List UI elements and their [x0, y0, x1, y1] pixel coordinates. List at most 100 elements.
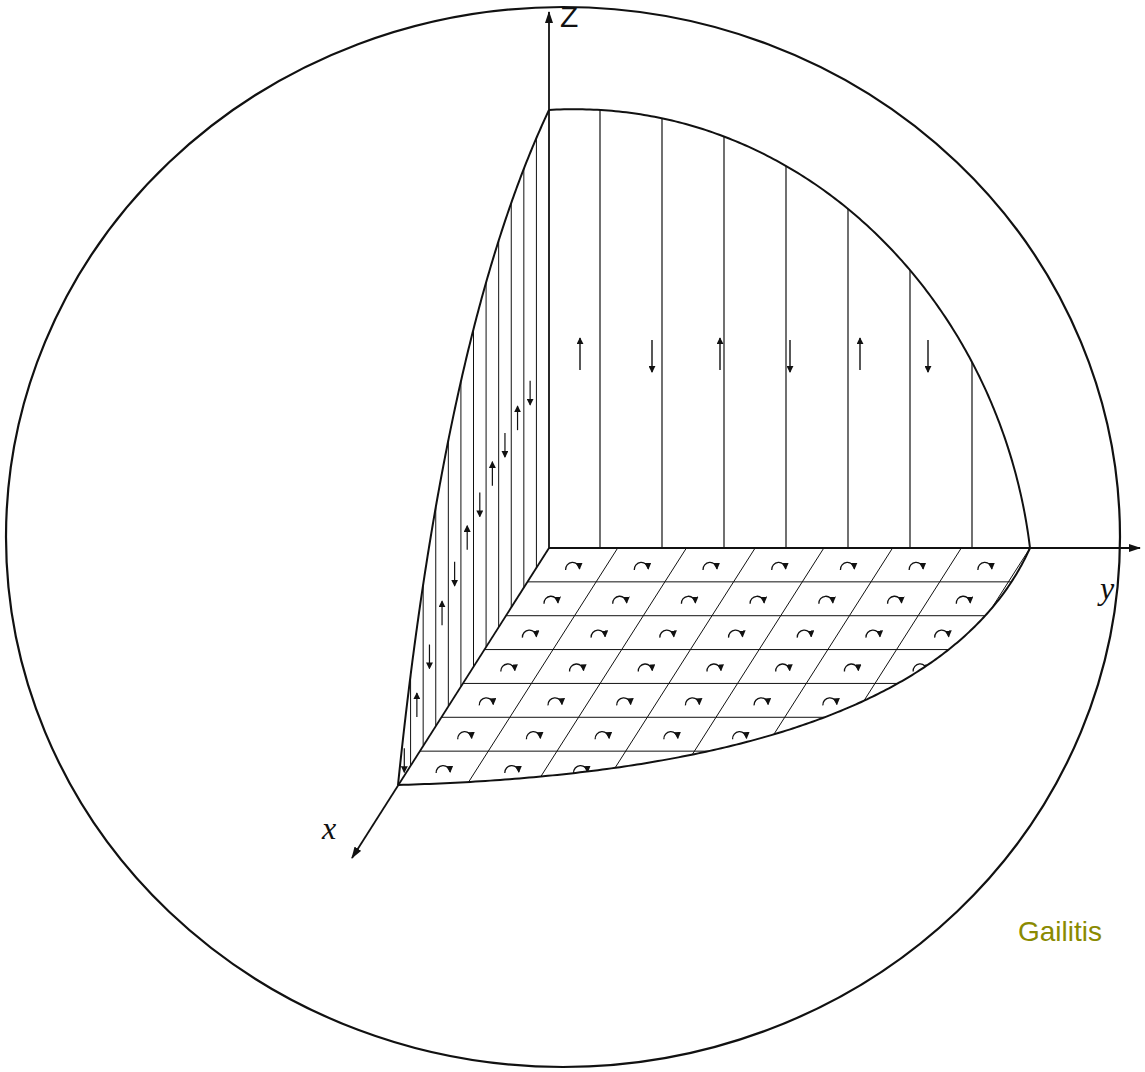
- y-axis: [549, 547, 1140, 549]
- vortex-symbol: [801, 732, 815, 740]
- field-strip: [785, 166, 786, 548]
- vortex-symbol: [570, 664, 584, 672]
- grid-line: [926, 548, 1099, 819]
- coordinate-axes: [352, 12, 1140, 858]
- vortex-symbol: [685, 698, 699, 706]
- grid-line: [441, 717, 991, 718]
- field-strip: [909, 270, 910, 548]
- field-arrow: [504, 433, 505, 457]
- field-strip: [460, 381, 461, 686]
- vortex-symbol: [595, 732, 609, 740]
- vortex-symbol: [458, 732, 472, 740]
- yz-face-edge: [549, 109, 1030, 548]
- vortex-symbol: [978, 562, 992, 570]
- grid-line: [857, 548, 1030, 819]
- vortex-symbol: [711, 766, 725, 774]
- vortex-symbol: [526, 732, 540, 740]
- credit-text: Gailitis: [1018, 918, 1102, 946]
- field-strip: [523, 169, 524, 588]
- vortex-symbol: [681, 596, 695, 604]
- vortex-symbol: [566, 562, 580, 570]
- field-strip: [473, 329, 474, 666]
- vortex-symbol: [642, 766, 656, 774]
- vortex-symbol: [548, 698, 562, 706]
- field-strip: [511, 203, 512, 607]
- field-arrow: [859, 338, 860, 370]
- field-strip: [536, 138, 537, 568]
- field-strip: [661, 118, 662, 548]
- vortex-symbol: [935, 630, 949, 638]
- field-strip: [599, 110, 600, 548]
- vortex-symbol: [660, 630, 674, 638]
- vortex-symbol: [664, 732, 678, 740]
- field-arrow: [579, 338, 580, 370]
- grid-line: [720, 548, 893, 819]
- vortex-symbol: [909, 562, 923, 570]
- vortex-symbol: [866, 630, 880, 638]
- vortex-symbol: [591, 630, 605, 638]
- field-arrow: [416, 693, 417, 717]
- vortex-symbol: [638, 664, 652, 672]
- vortex-symbol: [844, 664, 858, 672]
- grid-line: [420, 751, 970, 752]
- z-axis: [548, 12, 550, 548]
- vortex-symbol: [772, 562, 786, 570]
- vortex-symbol: [750, 596, 764, 604]
- field-arrow: [479, 493, 480, 517]
- vortex-symbol: [501, 664, 515, 672]
- field-arrow: [927, 340, 928, 372]
- vortex-symbol: [436, 766, 450, 774]
- sphere-outline: [6, 7, 1120, 1067]
- axis-label: Z: [560, 2, 578, 32]
- vortex-symbol: [913, 664, 927, 672]
- vortex-symbol: [780, 766, 794, 774]
- field-strip: [410, 675, 411, 765]
- vortex-symbol: [479, 698, 493, 706]
- vortex-symbol: [754, 698, 768, 706]
- field-strip: [486, 282, 487, 646]
- vortex-symbol: [544, 596, 558, 604]
- field-arrow: [517, 406, 518, 430]
- field-strip: [723, 137, 724, 548]
- vortex-symbol: [733, 732, 747, 740]
- vortex-symbol: [892, 698, 906, 706]
- vortex-symbol: [819, 596, 833, 604]
- vortex-symbol: [888, 596, 902, 604]
- grid-line: [651, 548, 824, 819]
- vortex-symbol: [870, 732, 884, 740]
- axis-label: y: [1100, 572, 1114, 604]
- field-arrow: [441, 601, 442, 625]
- vortex-symbol: [956, 596, 970, 604]
- field-arrow: [404, 748, 405, 772]
- axis-label: x: [322, 812, 336, 844]
- vortex-symbol: [729, 630, 743, 638]
- field-arrow: [492, 462, 493, 486]
- field-arrow: [467, 526, 468, 550]
- vortex-symbol: [776, 664, 790, 672]
- grid-line: [398, 785, 948, 786]
- floor-edge: [398, 548, 1030, 785]
- vortex-symbol: [707, 664, 721, 672]
- cutaway-faces: [376, 109, 1098, 819]
- field-arrow: [429, 645, 430, 669]
- vortex-symbol: [522, 630, 536, 638]
- field-strip: [423, 585, 424, 746]
- field-arrow: [719, 338, 720, 370]
- field-arrow: [454, 562, 455, 586]
- field-arrow: [530, 381, 531, 405]
- vortex-symbol: [797, 630, 811, 638]
- field-strip: [448, 440, 449, 706]
- vortex-symbol: [613, 596, 627, 604]
- field-arrow: [789, 340, 790, 372]
- vortex-symbol: [848, 766, 862, 774]
- field-arrow: [651, 340, 652, 372]
- x-axis: [352, 548, 549, 858]
- field-strip: [971, 362, 972, 548]
- vortex-symbol: [823, 698, 837, 706]
- vortex-symbol: [634, 562, 648, 570]
- grid-line: [376, 818, 926, 819]
- vortex-symbol: [574, 766, 588, 774]
